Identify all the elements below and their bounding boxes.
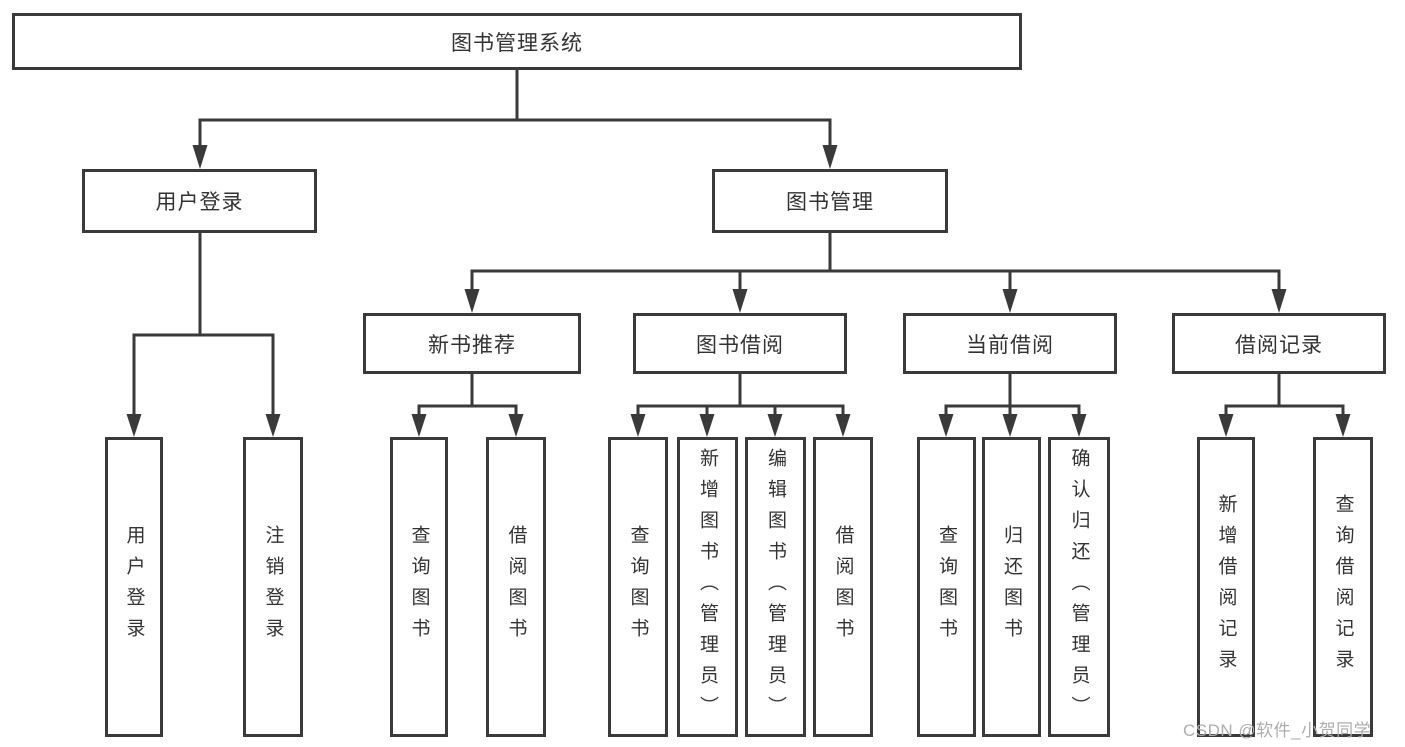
node-user-login-branch-label: 用户登录: [155, 191, 244, 214]
leaf-records-add-record: 新增借阅记录: [1197, 437, 1255, 737]
leaf-logout-label: 注销登录: [262, 525, 284, 649]
leaf-borrowing-borrow-books-label: 借阅图书: [832, 525, 854, 649]
leaf-newbooks-borrow-books-label: 借阅图书: [505, 525, 527, 649]
leaf-borrowing-add-books-admin-label: 新增图书（管理员）: [697, 447, 718, 727]
node-root-system: 图书管理系统: [12, 13, 1022, 70]
node-borrowing-records: 借阅记录: [1172, 313, 1386, 374]
leaf-records-query-record: 查询借阅记录: [1313, 437, 1373, 737]
node-book-borrowing-label: 图书借阅: [696, 333, 784, 357]
node-new-book-recommend-label: 新书推荐: [428, 333, 516, 357]
leaf-current-return-books: 归还图书: [982, 437, 1041, 737]
leaf-newbooks-borrow-books: 借阅图书: [486, 437, 546, 737]
node-user-login-branch: 用户登录: [82, 169, 317, 233]
node-current-borrowing: 当前借阅: [903, 313, 1117, 374]
node-book-management-branch: 图书管理: [712, 169, 948, 233]
leaf-borrowing-add-books-admin: 新增图书（管理员）: [677, 437, 738, 737]
leaf-borrowing-query-books-label: 查询图书: [627, 525, 649, 649]
node-new-book-recommend: 新书推荐: [363, 313, 581, 374]
leaf-newbooks-query-books-label: 查询图书: [408, 525, 430, 649]
leaf-current-query-books-label: 查询图书: [936, 525, 957, 649]
leaf-newbooks-query-books: 查询图书: [390, 437, 448, 737]
node-book-management-branch-label: 图书管理: [786, 191, 874, 214]
node-root-system-label: 图书管理系统: [451, 31, 583, 55]
leaf-borrowing-edit-books-admin-label: 编辑图书（管理员）: [765, 447, 786, 727]
leaf-records-add-record-label: 新增借阅记录: [1215, 494, 1237, 680]
connector-paths: [126, 70, 1351, 437]
leaf-current-confirm-return-admin: 确认归还（管理员）: [1048, 437, 1110, 737]
node-book-borrowing: 图书借阅: [633, 313, 847, 374]
leaf-borrowing-edit-books-admin: 编辑图书（管理员）: [745, 437, 806, 737]
leaf-borrowing-query-books: 查询图书: [608, 437, 668, 737]
leaf-user-login: 用户登录: [105, 437, 163, 737]
node-borrowing-records-label: 借阅记录: [1235, 333, 1323, 357]
leaf-records-query-record-label: 查询借阅记录: [1332, 494, 1354, 680]
leaf-logout: 注销登录: [243, 437, 303, 737]
leaf-current-confirm-return-admin-label: 确认归还（管理员）: [1068, 447, 1090, 727]
leaf-user-login-label: 用户登录: [123, 525, 145, 649]
csdn-watermark: CSDN @软件_小贺同学: [1183, 721, 1372, 740]
arrow-heads: [126, 145, 1351, 437]
leaf-current-return-books-label: 归还图书: [1001, 525, 1022, 649]
node-current-borrowing-label: 当前借阅: [966, 333, 1054, 357]
leaf-borrowing-borrow-books: 借阅图书: [813, 437, 873, 737]
leaf-current-query-books: 查询图书: [917, 437, 976, 737]
